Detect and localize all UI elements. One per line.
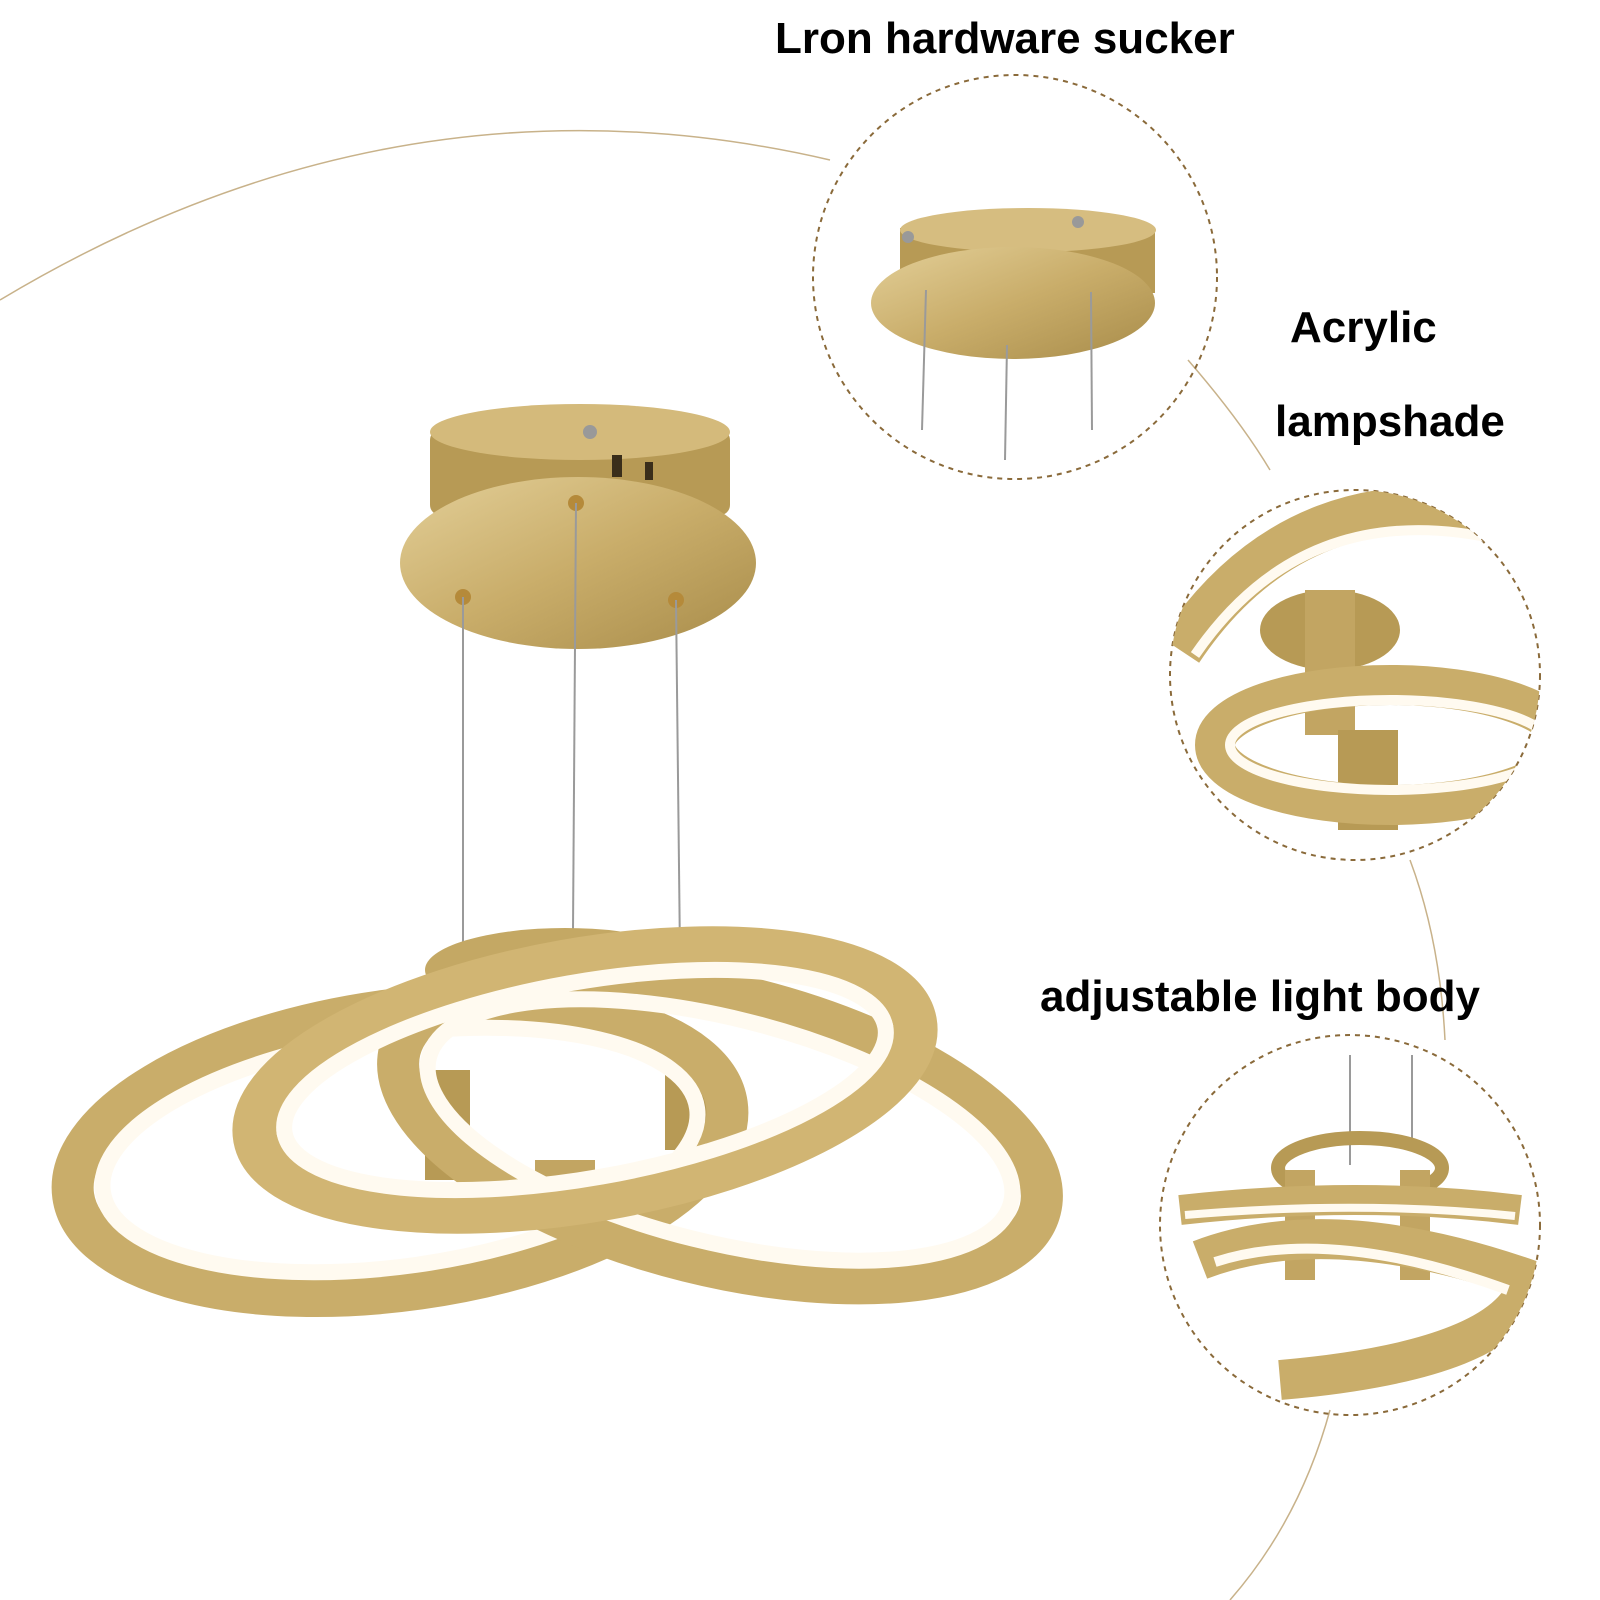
callout-circle-lampshade	[1169, 489, 1541, 861]
callout-label-lampshade: lampshade	[1275, 397, 1505, 446]
canopy-top	[430, 404, 730, 460]
callout-label-body: adjustable light body	[1040, 972, 1481, 1021]
suspension-cable	[675, 599, 681, 956]
guide-line-top	[0, 129, 831, 301]
callout-label-sucker: Lron hardware sucker	[775, 14, 1235, 63]
main-chandelier	[51, 404, 1063, 1318]
ring-top	[232, 926, 938, 1234]
ring-right	[377, 955, 1063, 1305]
guide-line-right	[1187, 359, 1271, 471]
callout-lampshade-detail	[1170, 490, 1540, 830]
guide-line-bottom	[1229, 1409, 1331, 1600]
guide-line-right-2	[1409, 859, 1446, 1041]
callout-circle-body	[1159, 1034, 1541, 1416]
canopy-slot	[645, 462, 653, 480]
callout-body-detail	[1178, 1055, 1540, 1400]
canopy-screw	[583, 425, 597, 439]
suspension-cable	[572, 502, 577, 931]
callout-label-acrylic: Acrylic	[1290, 303, 1437, 352]
canopy-slot	[612, 455, 622, 477]
canopy-base	[400, 477, 756, 649]
callout-circle-sucker	[812, 74, 1218, 480]
callout-sucker-detail	[871, 208, 1156, 461]
